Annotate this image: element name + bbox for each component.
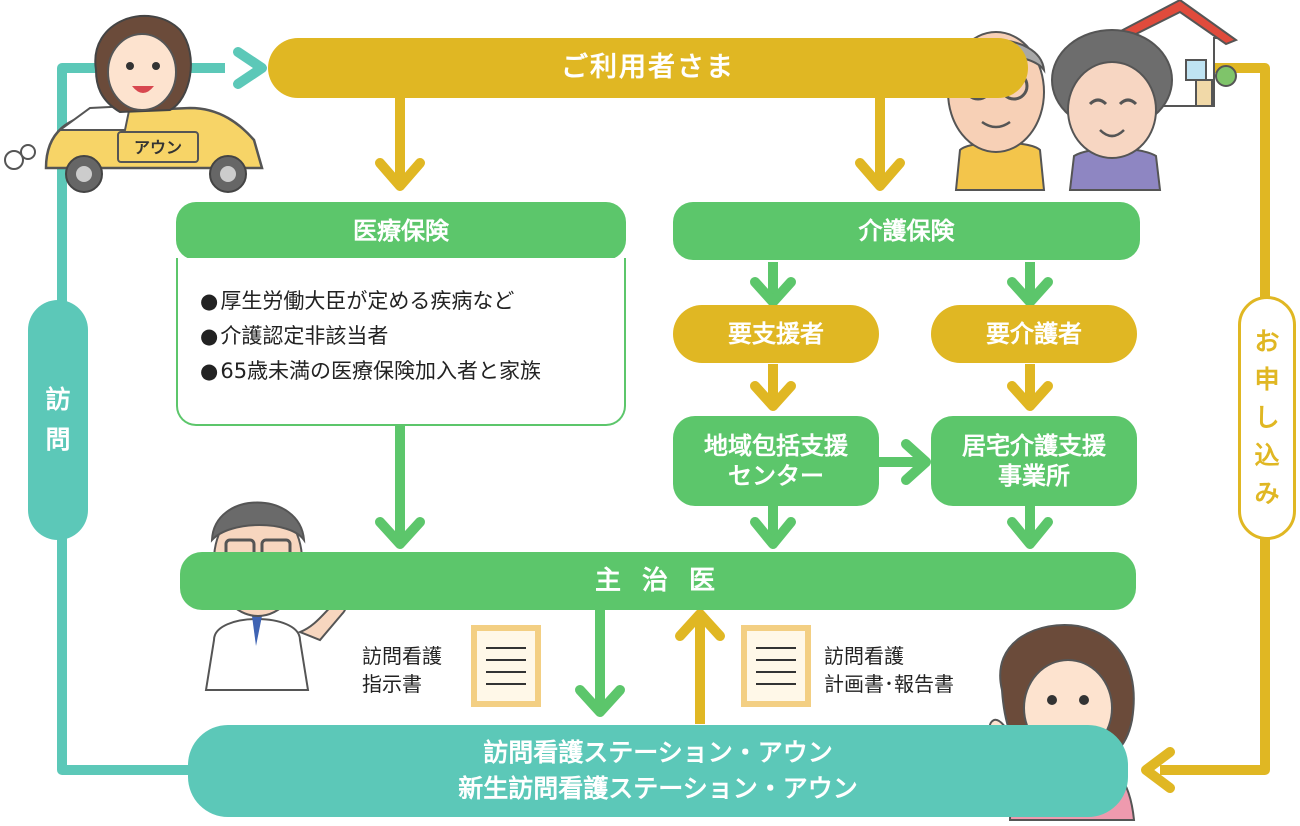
apply-label: お 申 し 込 み <box>1238 296 1296 540</box>
apply-char: み <box>1254 479 1280 508</box>
apply-char: し <box>1254 403 1280 432</box>
doctor-to-station-arrow <box>575 610 625 717</box>
station-bar: 訪問看護ステーション・アウン 新生訪問看護ステーション・アウン <box>188 725 1128 817</box>
apply-arrow-head <box>1141 747 1175 793</box>
doctor-label: 主 治 医 <box>594 565 722 596</box>
center-to-doctor-arrow <box>750 506 796 549</box>
medical-insurance-title: 医療保険 <box>353 217 449 245</box>
office-to-doctor-arrow <box>1007 506 1053 549</box>
care-needed-box: 要介護者 <box>931 305 1137 363</box>
medical-insurance-header: 医療保険 <box>176 202 626 260</box>
visit-char: 問 <box>45 425 71 454</box>
medical-insurance-list: 厚生労働大臣が定める疾病など 介護認定非該当者 65歳未満の医療保険加入者と家族 <box>176 258 626 426</box>
community-center-line2: センター <box>728 462 824 490</box>
care-to-support-arrow <box>750 262 796 307</box>
care-office-box: 居宅介護支援 事業所 <box>931 416 1137 506</box>
doctor-bar: 主 治 医 <box>180 552 1136 610</box>
center-to-office-arrow <box>878 439 931 485</box>
apply-char: 申 <box>1254 365 1280 394</box>
users-bar: ご利用者さま <box>268 38 1028 98</box>
medical-to-doctor-arrow <box>375 426 425 549</box>
care-office-line1: 居宅介護支援 <box>962 432 1106 460</box>
care-insurance-header: 介護保険 <box>673 202 1140 260</box>
station-line1: 訪問看護ステーション・アウン <box>483 738 833 767</box>
visit-char: 訪 <box>45 385 71 414</box>
community-center-line1: 地域包括支援 <box>704 432 848 460</box>
station-line2: 新生訪問看護ステーション・アウン <box>458 774 858 803</box>
needed-to-office-arrow <box>1007 364 1053 411</box>
support-to-center-arrow <box>750 364 796 411</box>
instruction-document-line2: 指示書 <box>362 672 422 696</box>
station-to-doctor-arrow <box>675 609 725 724</box>
apply-char: お <box>1254 327 1280 356</box>
visit-arrow-head <box>233 47 267 89</box>
medical-item: 65歳未満の医療保険加入者と家族 <box>200 354 624 389</box>
support-needed-box: 要支援者 <box>673 305 879 363</box>
car-illustration <box>4 104 264 193</box>
care-to-needed-arrow <box>1007 262 1053 307</box>
community-center-box: 地域包括支援 センター <box>673 416 879 506</box>
support-needed-label: 要支援者 <box>728 320 824 348</box>
plan-document-icon <box>741 625 811 707</box>
medical-item: 介護認定非該当者 <box>200 319 624 354</box>
instruction-document-label: 訪問看護 指示書 <box>362 642 442 698</box>
elderly-woman-illustration <box>1051 29 1173 191</box>
plan-document-label: 訪問看護 計画書･報告書 <box>824 642 954 698</box>
care-needed-label: 要介護者 <box>986 320 1082 348</box>
nurse-in-car-illustration <box>94 14 192 114</box>
plan-document-line2: 計画書･報告書 <box>824 672 954 696</box>
instruction-document-line1: 訪問看護 <box>362 644 442 668</box>
visit-label: 訪 問 <box>28 300 88 540</box>
car-sign: アウン <box>118 134 198 162</box>
care-insurance-title: 介護保険 <box>858 217 955 245</box>
users-to-medical-arrow <box>375 95 425 191</box>
instruction-document-icon <box>471 625 541 707</box>
users-label: ご利用者さま <box>561 52 735 84</box>
medical-item: 厚生労働大臣が定める疾病など <box>200 284 624 319</box>
users-to-care-arrow <box>855 95 905 191</box>
plan-document-line1: 訪問看護 <box>824 644 904 668</box>
care-office-line2: 事業所 <box>998 462 1070 490</box>
apply-char: 込 <box>1254 441 1280 470</box>
car-sign-label: アウン <box>133 138 182 157</box>
